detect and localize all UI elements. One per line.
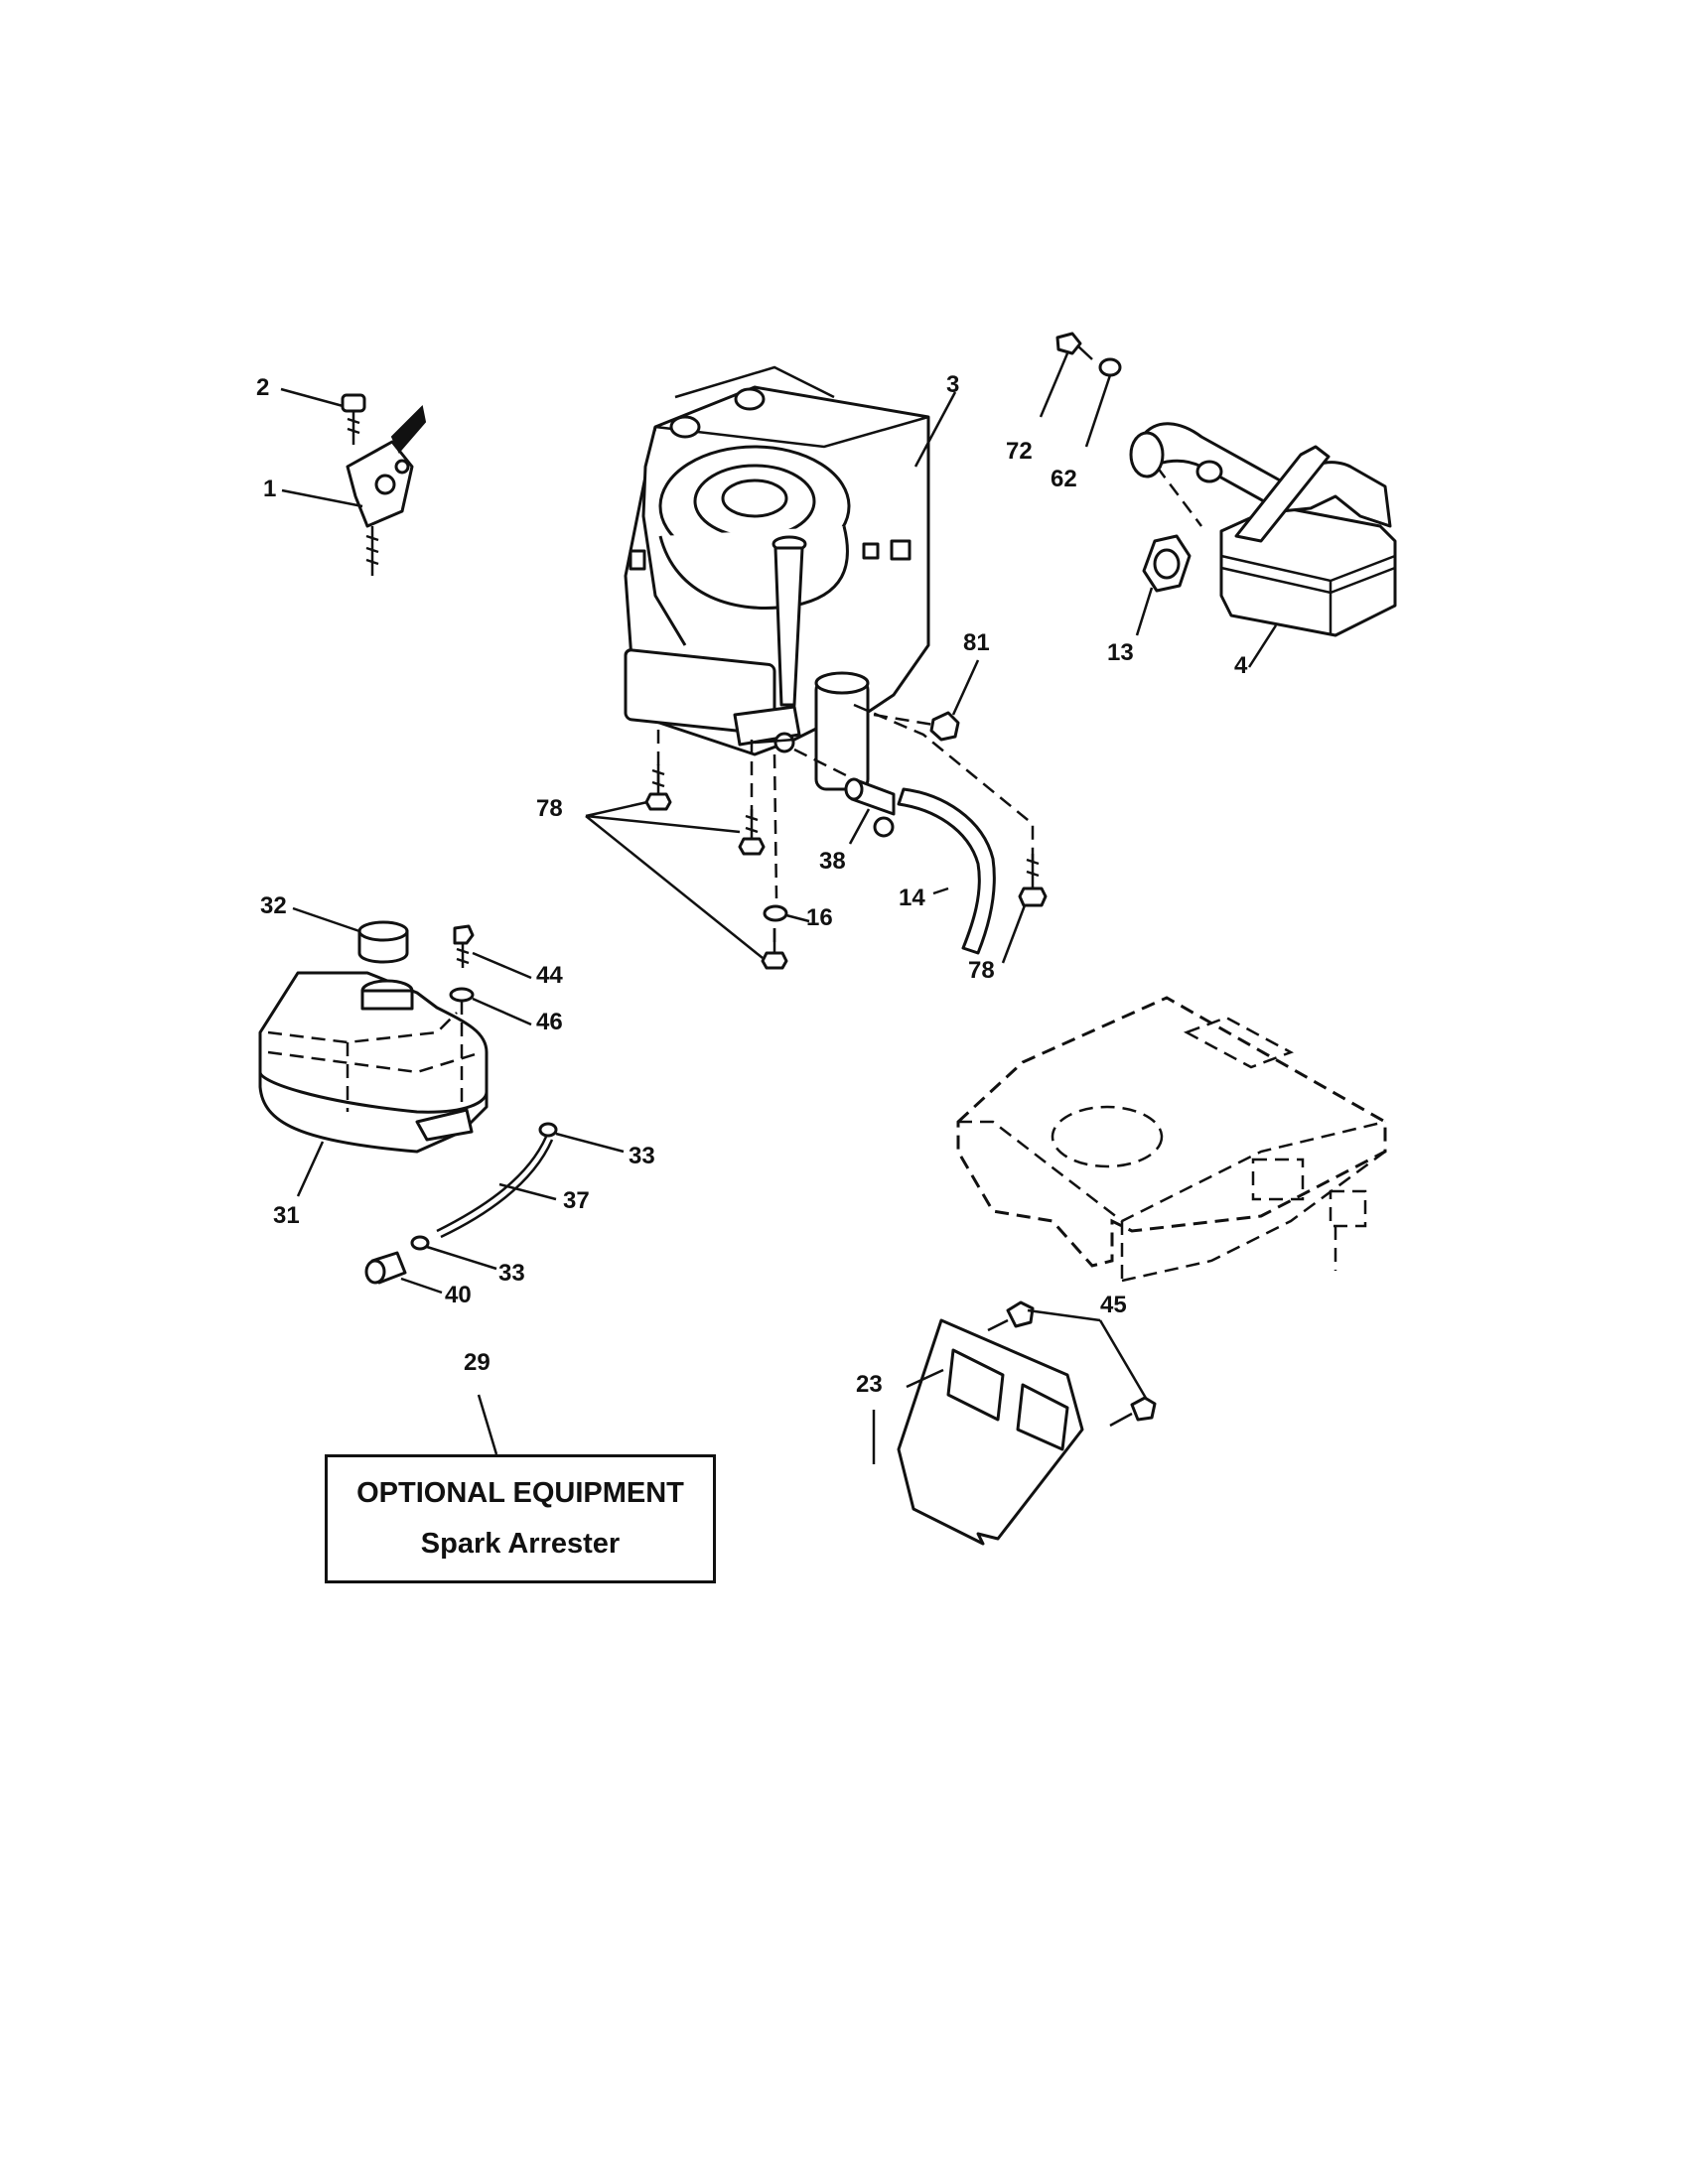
- exhaust-bolt: [1039, 332, 1093, 418]
- fuel-line: [436, 1136, 557, 1239]
- callout-23: 23: [856, 1371, 883, 1398]
- fuel-hose: [897, 787, 996, 955]
- callout-32: 32: [260, 892, 287, 919]
- engine-bolt-2: [738, 809, 766, 856]
- callout-46: 46: [536, 1009, 563, 1035]
- dipstick-tube: [772, 535, 807, 707]
- throttle-bracket: [281, 404, 427, 576]
- callout-40: 40: [445, 1282, 472, 1308]
- callout-78a: 78: [536, 795, 563, 822]
- fuel-tank: [258, 971, 489, 1197]
- shield-screw-right: [1109, 1396, 1157, 1428]
- callout-33-upper: 33: [629, 1143, 655, 1169]
- callout-45: 45: [1100, 1292, 1127, 1318]
- lock-washer: [1084, 357, 1122, 448]
- throttle-bracket-assembly: [280, 387, 427, 576]
- optional-equipment-leader: [477, 1394, 498, 1455]
- callout-72: 72: [1006, 438, 1033, 465]
- shield-screw-left: [987, 1300, 1035, 1332]
- engine-bolt-3: [761, 928, 788, 970]
- fuel-filter: [844, 777, 896, 845]
- optional-equipment-box: OPTIONAL EQUIPMENT Spark Arrester: [325, 1454, 716, 1583]
- heat-shield-assembly: [872, 1300, 1157, 1546]
- callout-37: 37: [563, 1187, 590, 1214]
- callout-31: 31: [273, 1202, 300, 1229]
- exhaust-pipe: [1129, 422, 1293, 518]
- callout-33-lower: 33: [498, 1260, 525, 1287]
- exhaust-gasket: [1135, 534, 1192, 636]
- hose-clamp-upper: [538, 1122, 625, 1154]
- callout-29: 29: [464, 1349, 491, 1376]
- engine-bolts: [585, 659, 1048, 970]
- engine-bolt-4: [1001, 854, 1048, 964]
- tank-washer: [449, 987, 532, 1112]
- callout-38: 38: [819, 848, 846, 875]
- tractor-frame: [956, 996, 1387, 1283]
- heat-shield: [872, 1318, 1084, 1546]
- fuel-filter-and-line: [844, 777, 996, 955]
- callout-81: 81: [963, 629, 990, 656]
- optional-equipment-title: OPTIONAL EQUIPMENT: [356, 1477, 684, 1509]
- callout-78b: 78: [968, 957, 995, 984]
- callout-44: 44: [536, 962, 563, 989]
- fitting-nut: [929, 659, 980, 742]
- tank-bushing: [364, 1251, 443, 1295]
- callout-3: 3: [946, 371, 959, 398]
- fuel-tank-assembly: [258, 906, 625, 1295]
- callout-14: 14: [899, 885, 925, 911]
- callout-4: 4: [1234, 652, 1248, 679]
- callout-62: 62: [1051, 466, 1077, 492]
- callout-13: 13: [1107, 639, 1134, 666]
- fuel-cap: [292, 906, 409, 964]
- washer: [763, 904, 810, 923]
- callout-16: 16: [806, 904, 833, 931]
- callout-2: 2: [256, 374, 269, 401]
- engine-bolt-1: [644, 764, 672, 811]
- engine: [624, 365, 957, 791]
- callout-1: 1: [263, 476, 276, 502]
- hose-clamp-lower: [410, 1235, 497, 1271]
- muffler: [1219, 445, 1397, 668]
- bracket-screw: [341, 393, 366, 445]
- callout-labels: 2 1 3 72 62 13 4 81 78 38 14 16 78 32 44…: [256, 371, 1248, 1398]
- tank-screw: [453, 924, 532, 980]
- optional-equipment-item: Spark Arrester: [420, 1528, 621, 1560]
- muffler-assembly: [1039, 332, 1397, 668]
